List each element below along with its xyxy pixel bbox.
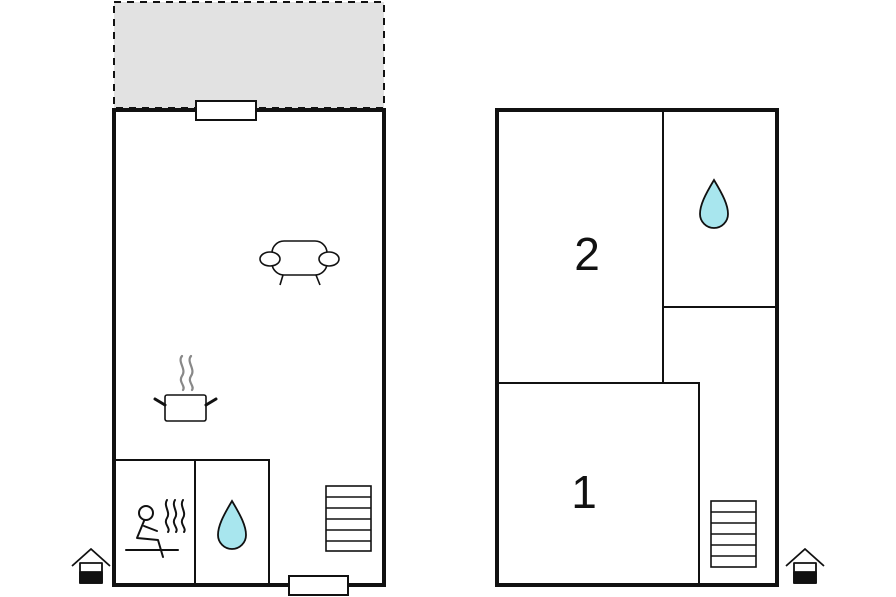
upper-floor-outline (495, 108, 779, 587)
ground-floor (71, 1, 386, 596)
sauna-icon (125, 499, 186, 558)
staircase-icon (710, 500, 757, 568)
entrance-icon (71, 548, 111, 584)
upper-floor: 2 1 (495, 108, 825, 587)
sofa-icon (259, 240, 340, 286)
staircase-icon (325, 485, 372, 552)
bedroom-1-number: 1 (571, 466, 597, 518)
entrance-icon (785, 548, 825, 584)
water-drop-icon (217, 499, 247, 550)
terrace-door (195, 100, 257, 121)
front-door (288, 575, 349, 596)
cooking-pot-icon (153, 354, 218, 422)
terrace (113, 1, 385, 109)
bedroom-2-number: 2 (574, 228, 600, 280)
ground-floor-partition (114, 459, 270, 585)
water-drop-icon (699, 178, 729, 229)
upper-floor-partition (497, 382, 700, 585)
